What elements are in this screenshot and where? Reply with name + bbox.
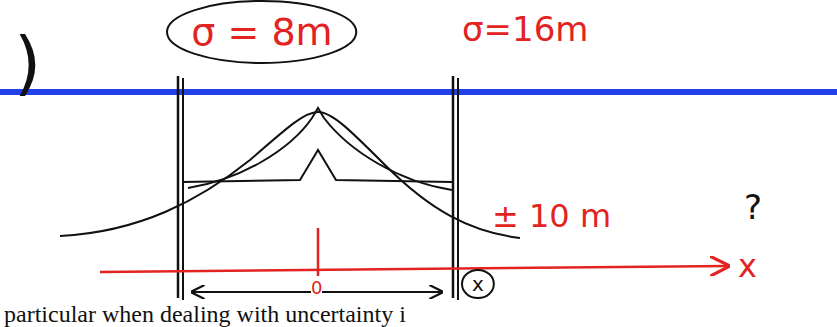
zero-label: 0 [311,277,322,298]
range-note: ± 10 m [492,200,611,232]
note-text: x [472,274,484,294]
sigma-note: σ=16m [462,9,588,49]
sigma-note: σ=16m [462,12,588,46]
x-axis [100,266,728,272]
question-mark: ? [744,187,762,227]
ellipse-outline [167,1,356,63]
bound-bar [457,78,459,300]
bound-bar [182,78,184,300]
question-mark: ? [744,190,762,224]
zero-tick [317,228,320,276]
body-text: particular when dealing with uncertainty… [4,302,406,326]
circled-note: σ = 8m [165,0,358,65]
axis-name: x [738,250,757,282]
narrow-curve [188,108,452,190]
uniform-top [182,150,452,182]
blue-rule [0,89,837,95]
body-text: particular when dealing with uncertainty… [4,301,406,327]
range-note: ± 10 m [492,197,611,235]
paren-mark: ) [14,28,41,98]
paren-mark: ) [14,22,41,104]
wide-curve [60,112,520,238]
bound-bar [452,76,455,298]
zero-label: 0 [311,279,322,297]
circled-mark: x [460,268,496,300]
note-text: σ = 8m [191,13,332,51]
ellipse-outline [462,270,494,298]
axis-name: x [738,247,757,285]
bound-bar [177,76,180,298]
